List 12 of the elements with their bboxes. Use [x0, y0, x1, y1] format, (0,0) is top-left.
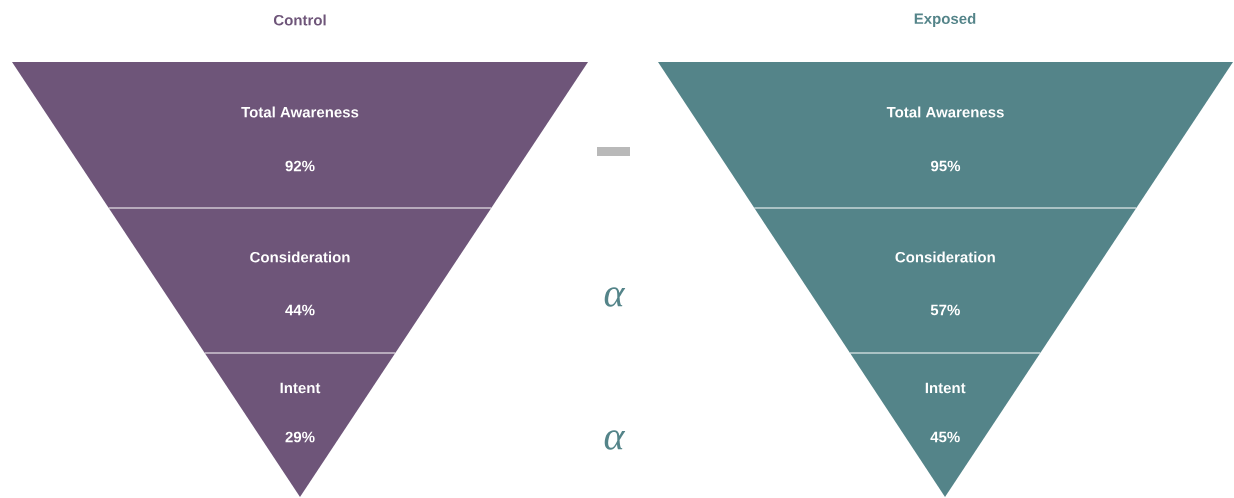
node-label: Total Awareness: [241, 106, 359, 118]
funnel-segment: Total Awareness 95%: [658, 62, 1233, 208]
node-label: Total Awareness: [886, 106, 1004, 118]
funnel-segment: Total Awareness 92%: [12, 62, 588, 208]
node-label: 92%: [285, 160, 315, 172]
alpha-symbol: α: [604, 287, 626, 307]
funnel-segment: Intent 29%: [204, 352, 396, 497]
funnel-segment: Intent 45%: [849, 352, 1041, 497]
column-title: Exposed: [914, 13, 976, 27]
alpha-symbol: α: [604, 430, 626, 450]
node-label: 95%: [931, 160, 961, 172]
column-title: Control: [273, 14, 326, 26]
